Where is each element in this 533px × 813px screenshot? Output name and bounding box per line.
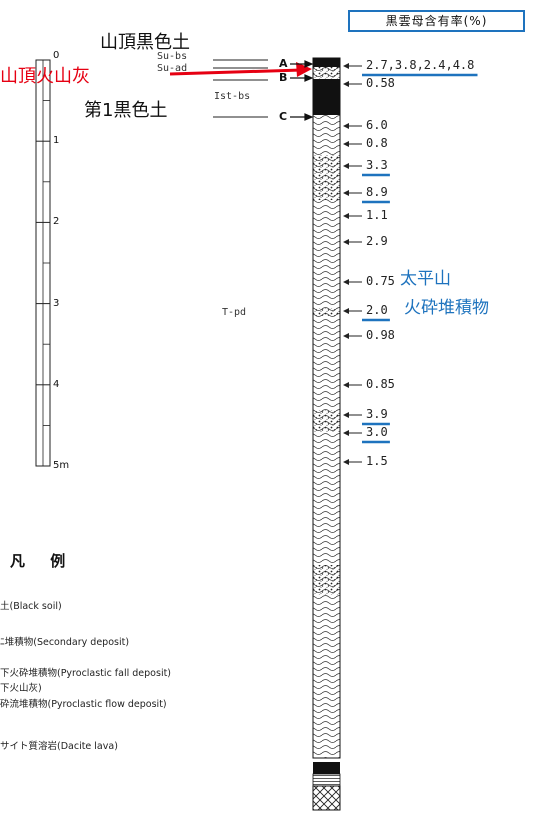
red-arrow xyxy=(169,62,312,77)
biotite-value: 0.75 xyxy=(366,274,395,288)
value-arrow xyxy=(343,308,362,314)
scale-label: 3 xyxy=(53,297,60,309)
marker-a: A xyxy=(279,57,288,70)
scale-label: 2 xyxy=(53,216,60,228)
legend-title: 凡 例 xyxy=(10,552,76,570)
value-arrow xyxy=(343,163,362,169)
biotite-value: 3.9 xyxy=(366,407,388,421)
value-arrow xyxy=(343,141,362,147)
biotite-value: 3.3 xyxy=(366,158,388,172)
biotite-value: 1.5 xyxy=(366,454,388,468)
code-su-ad: Su-ad xyxy=(157,63,188,74)
scale-label: 5m xyxy=(53,460,70,471)
marker-c: C xyxy=(279,110,288,123)
biotite-value: 8.9 xyxy=(366,185,388,199)
value-arrow xyxy=(343,430,362,436)
legend-item: 土(Black soil) xyxy=(0,601,62,612)
biotite-value: 2.0 xyxy=(366,303,388,317)
marker-arrows xyxy=(290,60,314,121)
label-pyroclastic-deposit: 火砕堆積物 xyxy=(404,298,489,318)
scale-label: 0 xyxy=(53,50,60,61)
code-t-pd: T-pd xyxy=(222,307,247,318)
legend-item: 下火砕堆積物(Pyroclastic fall deposit) xyxy=(0,668,172,679)
biotite-value: 2.7,3.8,2.4,4.8 xyxy=(366,58,475,72)
value-arrow xyxy=(343,382,362,388)
value-arrow xyxy=(343,213,362,219)
legend-item: サイト質溶岩(Dacite lava) xyxy=(0,741,118,752)
biotite-value: 6.0 xyxy=(366,118,388,132)
biotite-value: 0.85 xyxy=(366,377,395,391)
label-top-black-soil: 山頂黒色土 xyxy=(100,32,190,53)
label-first-black-soil: 第1黒色土 xyxy=(84,100,168,121)
biotite-content-header: 黒雲母含有率(%) xyxy=(348,10,525,32)
biotite-value: 0.98 xyxy=(366,328,395,342)
value-arrow xyxy=(343,190,362,196)
scale-label: 4 xyxy=(53,378,60,390)
value-arrows xyxy=(343,63,362,465)
biotite-value: 1.1 xyxy=(366,208,388,222)
stratigraphic-column xyxy=(312,57,341,811)
value-arrow xyxy=(343,333,362,339)
biotite-value: 0.58 xyxy=(366,76,395,90)
biotite-value: 0.8 xyxy=(366,136,388,150)
biotite-value: 3.0 xyxy=(366,425,388,439)
depth-scale-bar xyxy=(35,59,51,467)
marker-b: B xyxy=(279,71,288,84)
code-su-bs: Su-bs xyxy=(157,51,188,62)
value-arrow xyxy=(343,459,362,465)
value-arrow xyxy=(343,81,362,87)
legend-item: 砕流堆積物(Pyroclastic flow deposit) xyxy=(0,699,167,710)
label-taiheizan: 太平山 xyxy=(400,269,451,289)
value-underlines xyxy=(362,73,478,444)
unit-leader-lines xyxy=(213,59,268,118)
value-arrow xyxy=(343,123,362,129)
label-top-volcanic-ash: 山頂火山灰 xyxy=(0,66,90,87)
legend-item: 下火山灰) xyxy=(0,683,42,694)
value-arrow xyxy=(343,279,362,285)
legend-item: ﾆ堆積物(Secondary deposit) xyxy=(0,637,130,648)
value-arrow xyxy=(343,63,362,69)
code-ist-bs: Ist-bs xyxy=(214,91,251,102)
value-arrow xyxy=(343,239,362,245)
value-arrow xyxy=(343,412,362,418)
scale-label: 1 xyxy=(53,135,60,147)
biotite-value: 2.9 xyxy=(366,234,388,248)
